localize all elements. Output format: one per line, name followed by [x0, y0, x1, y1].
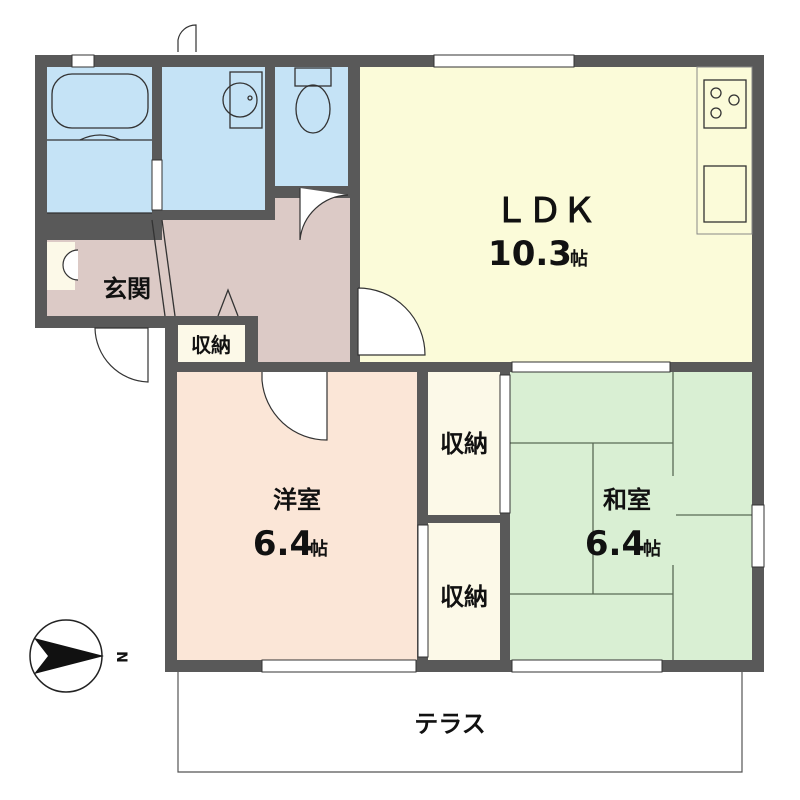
ldk-room: [360, 67, 752, 362]
kitchen-counter: [696, 66, 753, 235]
western-label: 洋室: [273, 486, 321, 514]
storage-upper: [428, 372, 500, 515]
sink-icon: [703, 165, 747, 223]
storage-lower: [428, 523, 500, 660]
japanese-room: [510, 372, 752, 660]
terrace: [177, 672, 743, 773]
hall-storage: [178, 325, 245, 362]
toilet-room: [275, 67, 348, 186]
compass-north-label: N: [113, 651, 129, 663]
entrance-label: 玄関: [103, 275, 151, 303]
japanese-size: 6.4: [585, 524, 645, 564]
bathtub-icon: [51, 73, 149, 129]
toilet-icon: [294, 67, 332, 134]
storage-upper-label: 収納: [440, 430, 488, 458]
hall-storage-label: 収納: [191, 333, 231, 357]
tatami-lines: [510, 372, 752, 660]
japanese-unit: 帖: [643, 538, 661, 560]
hallway: [47, 198, 350, 362]
compass-icon: [29, 619, 104, 693]
doors[interactable]: [62, 24, 426, 441]
windows: [71, 54, 765, 673]
stove-icon: [703, 79, 747, 129]
western-unit: 帖: [310, 538, 328, 560]
ldk-size: 10.3: [488, 234, 572, 274]
storage-door-icon: [217, 288, 239, 317]
western-size: 6.4: [253, 524, 313, 564]
washroom: [162, 67, 265, 210]
japanese-label: 和室: [603, 486, 651, 514]
ldk-unit: 帖: [570, 248, 588, 270]
terrace-label: テラス: [414, 710, 486, 738]
washbasin-icon: [222, 71, 263, 129]
ldk-label: ＬＤＫ: [494, 191, 596, 231]
storage-lower-label: 収納: [440, 583, 488, 611]
